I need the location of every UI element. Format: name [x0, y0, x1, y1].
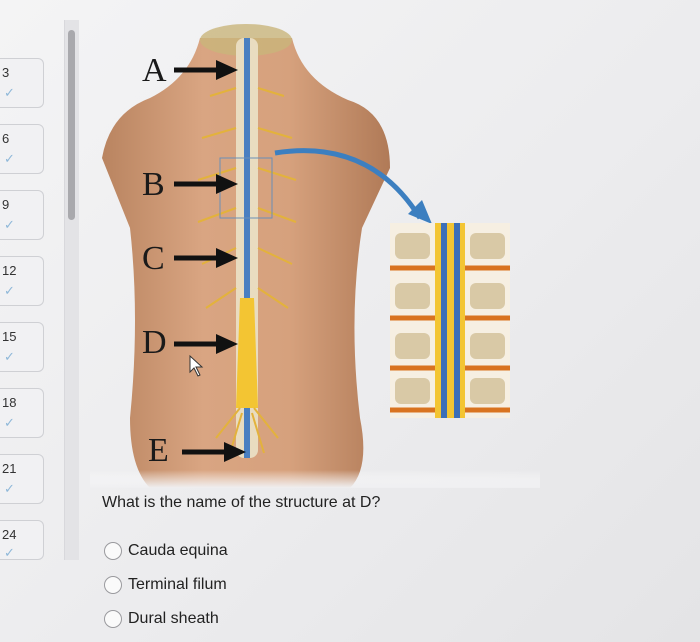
check-icon: ✓	[4, 283, 15, 298]
spine-illustration: A B C D E	[90, 18, 540, 488]
check-icon: ✓	[4, 217, 15, 232]
question-number: 12	[2, 263, 17, 278]
question-number: 18	[2, 395, 17, 410]
option-label[interactable]: Dural sheath	[128, 610, 219, 627]
question-number: 3	[2, 65, 10, 80]
scrollbar[interactable]	[64, 20, 79, 560]
check-icon: ✓	[4, 151, 15, 166]
label-e: E	[148, 432, 169, 469]
label-b: B	[142, 166, 165, 203]
label-c: C	[142, 240, 165, 277]
question-nav-item[interactable]: 6 ✓	[0, 124, 44, 174]
check-icon: ✓	[4, 349, 15, 364]
answer-option[interactable]: Cauda equina	[104, 540, 228, 562]
radio-button[interactable]	[104, 542, 122, 560]
question-nav-item[interactable]: 9 ✓	[0, 190, 44, 240]
question-nav-item[interactable]: 3 ✓	[0, 58, 44, 108]
radio-button[interactable]	[104, 576, 122, 594]
spine-figure-svg	[90, 24, 540, 488]
check-icon: ✓	[4, 545, 15, 560]
label-d: D	[142, 324, 167, 361]
question-nav-item[interactable]: 18 ✓	[0, 388, 44, 438]
question-number: 9	[2, 197, 10, 212]
question-nav-item[interactable]: 21 ✓	[0, 454, 44, 504]
question-number: 21	[2, 461, 17, 476]
question-nav-item[interactable]: 24 ✓	[0, 520, 44, 560]
label-a: A	[142, 52, 167, 89]
question-nav-item[interactable]: 12 ✓	[0, 256, 44, 306]
answer-option[interactable]: Terminal filum	[104, 574, 227, 596]
question-number: 24	[2, 527, 17, 542]
question-text: What is the name of the structure at D?	[102, 494, 381, 511]
option-label[interactable]: Cauda equina	[128, 542, 228, 559]
check-icon: ✓	[4, 415, 15, 430]
question-number: 6	[2, 131, 10, 146]
option-label[interactable]: Terminal filum	[128, 576, 227, 593]
check-icon: ✓	[4, 481, 15, 496]
radio-button[interactable]	[104, 610, 122, 628]
question-nav-item[interactable]: 15 ✓	[0, 322, 44, 372]
question-number: 15	[2, 329, 17, 344]
scrollbar-thumb[interactable]	[68, 30, 75, 220]
question-navigation: 3 ✓ 6 ✓ 9 ✓ 12 ✓ 15 ✓ 18 ✓ 21 ✓ 24 ✓	[0, 18, 52, 578]
answer-option[interactable]: Dural sheath	[104, 608, 219, 630]
spine-inset	[390, 223, 510, 418]
check-icon: ✓	[4, 85, 15, 100]
